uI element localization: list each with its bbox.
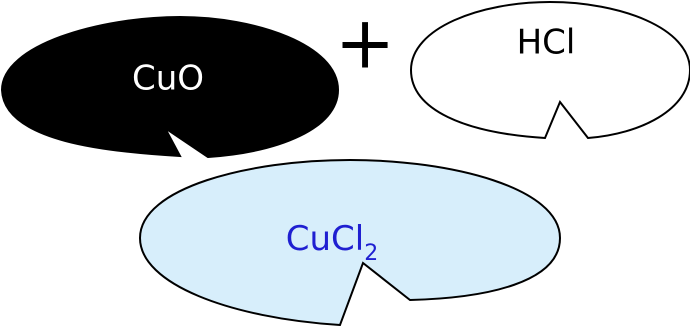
product-cucl2-shape	[138, 158, 562, 327]
product-formula-subscript: 2	[364, 241, 378, 266]
product-formula-main: CuCl	[286, 219, 364, 259]
reactant-cuo-label: CuO	[132, 59, 204, 99]
reactant-hcl-shape	[409, 0, 690, 140]
product-cucl2-label: CuCl2	[286, 219, 378, 267]
plus-operator: +	[335, 1, 395, 85]
product-cucl2-bubble: CuCl2	[138, 158, 562, 327]
reactant-hcl-bubble: HCl	[409, 0, 690, 140]
reactant-cuo-shape	[0, 15, 340, 159]
reactant-hcl-label: HCl	[517, 23, 576, 63]
reactant-cuo-bubble: CuO	[0, 15, 340, 159]
